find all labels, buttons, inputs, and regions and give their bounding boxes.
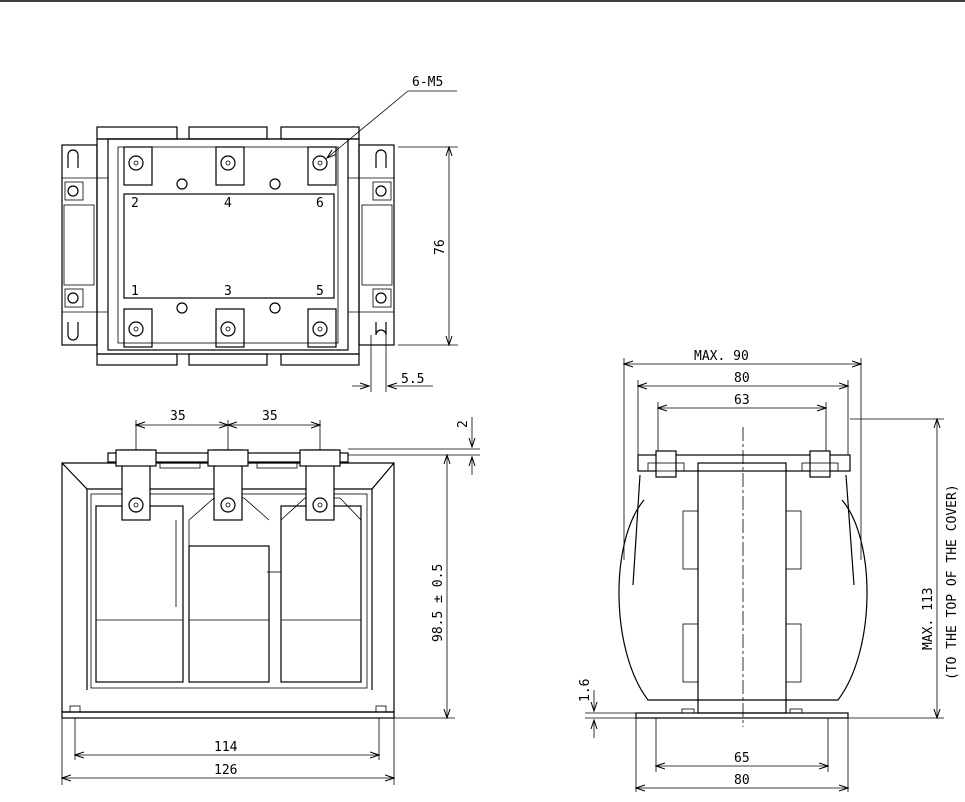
dim-126: 126: [214, 763, 237, 778]
dim-65: 65: [734, 751, 750, 766]
right-bracket-web: [362, 205, 392, 285]
terminal-label: 2: [131, 196, 139, 211]
dim-114: 114: [214, 740, 238, 755]
mounting-hole: [376, 293, 386, 303]
dim-98-5: 98.5 ± 0.5: [431, 564, 446, 642]
bottom-cover-segment: [97, 354, 177, 365]
mounting-slot: [68, 322, 78, 340]
terminal-plate-inner: [118, 147, 338, 343]
top-cover-segment: [281, 127, 359, 139]
dim-max-113: MAX. 113: [921, 587, 936, 650]
note-top-of-cover: (TO THE TOP OF THE COVER): [945, 484, 960, 680]
callout-6-m5: 6-M5: [412, 75, 443, 90]
terminal-label: 5: [316, 284, 324, 299]
mounting-hole: [68, 293, 78, 303]
dim-63: 63: [734, 393, 750, 408]
coil: [96, 506, 183, 682]
terminal-label: 6: [316, 196, 324, 211]
terminal-label: 3: [224, 284, 232, 299]
mounting-hole: [376, 186, 386, 196]
terminal-label: 4: [224, 196, 232, 211]
top-cover-segment: [189, 127, 267, 139]
side-base: [636, 713, 848, 718]
dim-1-6: 1.6: [578, 679, 593, 702]
dim-max-90: MAX. 90: [694, 349, 749, 364]
bottom-cover-segment: [189, 354, 267, 365]
top-view: 2 4 6 1 3 5 6-M5 76 5.5: [62, 75, 458, 392]
side-core: [698, 463, 786, 713]
dim-76: 76: [433, 239, 448, 255]
mounting-hole: [68, 186, 78, 196]
dim-2: 2: [456, 420, 471, 428]
dim-5-5: 5.5: [401, 372, 424, 387]
terminal-plate: [108, 139, 348, 350]
terminal-studs: [124, 147, 336, 347]
left-bracket: [62, 145, 97, 345]
right-bracket: [359, 145, 394, 345]
left-bracket-web: [64, 205, 94, 285]
front-view: 35 35 2 98.5 ± 0.5 114 126: [62, 409, 480, 785]
mounting-slot: [376, 322, 386, 335]
terminal-label: 1: [131, 284, 139, 299]
top-cover-segment: [97, 127, 177, 139]
side-view: MAX. 90 80 63 MAX. 113 (TO THE TOP OF TH…: [578, 349, 960, 792]
dim-pitch-2: 35: [262, 409, 278, 424]
mounting-slot: [376, 150, 386, 168]
dim-80-bottom: 80: [734, 773, 750, 788]
front-base: [62, 712, 394, 718]
coil: [189, 546, 269, 682]
coil: [281, 506, 361, 682]
bottom-cover-segment: [281, 354, 359, 365]
dim-pitch-1: 35: [170, 409, 186, 424]
dim-80-top: 80: [734, 371, 750, 386]
mounting-slot: [68, 150, 78, 168]
